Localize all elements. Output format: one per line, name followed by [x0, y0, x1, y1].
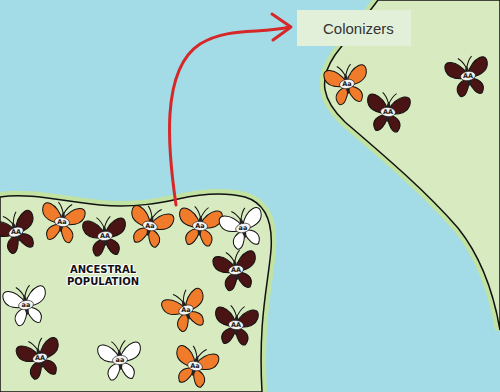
genotype-label: aa: [16, 300, 36, 310]
genotype-label: AA: [226, 265, 246, 275]
genotype-label: Aa: [185, 361, 205, 371]
genotype-label: AA: [95, 231, 115, 241]
genotype-label: Aa: [140, 221, 160, 231]
genotype-label: AA: [458, 71, 478, 81]
genotype-label: AA: [378, 107, 398, 117]
genotype-label: AA: [30, 353, 50, 363]
genotype-label: AA: [226, 320, 246, 330]
genotype-label: Aa: [337, 79, 357, 89]
genotype-label: Aa: [176, 305, 196, 315]
population-label: ANCESTRAL POPULATION: [57, 264, 149, 288]
genotype-label: Aa: [52, 217, 72, 227]
genotype-label: Aa: [190, 221, 210, 231]
migration-arrow: [169, 14, 291, 205]
butterflies: [0, 54, 492, 391]
genotype-label: AA: [6, 227, 26, 237]
caption-box: Colonizers: [297, 10, 411, 46]
box-label: Colonizers: [323, 20, 407, 37]
genotype-label: aa: [233, 223, 253, 233]
genotype-label: aa: [110, 355, 130, 365]
